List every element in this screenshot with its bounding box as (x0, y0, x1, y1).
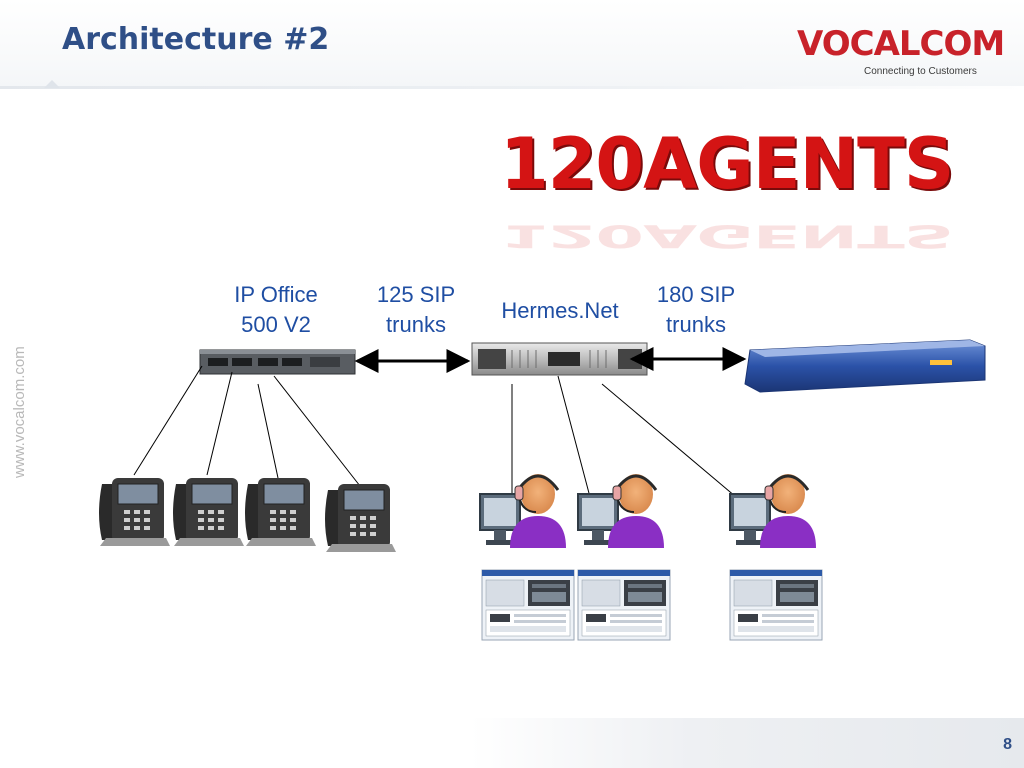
agent-headset-icon (478, 472, 568, 550)
agent-desktop-screenshot-icon (481, 569, 575, 641)
logo-tagline: Connecting to Customers (864, 66, 977, 77)
sip-trunks-left-label: 125 SIP trunks (376, 282, 456, 337)
agent-desktop-screenshot-icon (577, 569, 671, 641)
page-number: 8 (1003, 736, 1012, 753)
agent-headset-icon (728, 472, 818, 550)
rack-server-icon (471, 342, 648, 376)
sip-gateway-icon (744, 339, 986, 393)
desk-phone-icon (172, 477, 245, 547)
slide-title: Architecture #2 (62, 22, 330, 57)
ip-office-appliance-icon (199, 349, 356, 375)
desk-phone-icon (324, 483, 397, 553)
agent-desktop-screenshot-icon (729, 569, 823, 641)
desk-phone-icon (244, 477, 317, 547)
sip-trunks-right-label: 180 SIP trunks (656, 282, 736, 337)
headline-agent-count: 120AGENTS (500, 123, 954, 205)
header-divider (0, 86, 1024, 89)
footer-bar (470, 718, 1024, 768)
vocalcom-logo: VOCALCOM (797, 24, 1005, 64)
phone-connection-lines (133, 365, 361, 487)
agent-headset-icon (576, 472, 666, 550)
ip-office-label: IP Office 500 V2 (234, 282, 318, 337)
header-band (0, 0, 1024, 88)
agent-connection-lines (511, 375, 743, 503)
header-notch (44, 80, 60, 88)
desk-phone-icon (98, 477, 171, 547)
hermes-label: Hermes.Net (501, 298, 619, 323)
